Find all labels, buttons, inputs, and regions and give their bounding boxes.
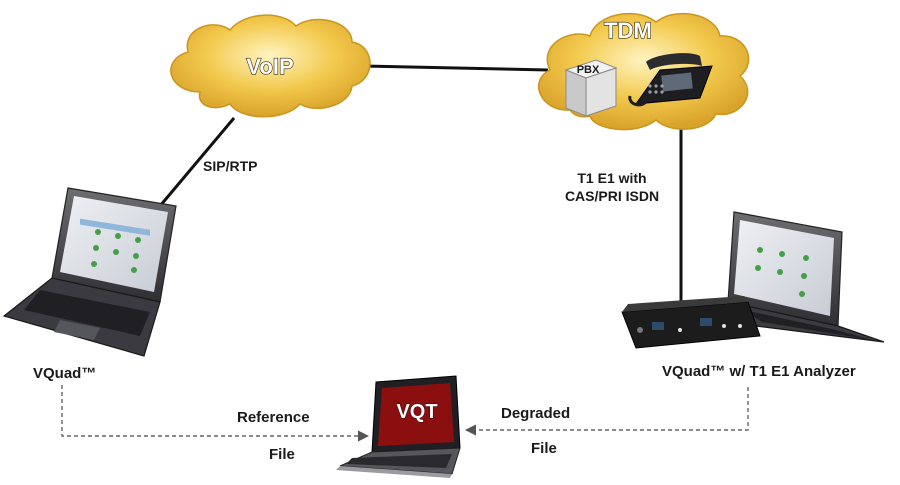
vquad-right-label: VQuad™ w/ T1 E1 Analyzer <box>662 363 856 380</box>
desk-phone-icon <box>628 53 713 107</box>
degraded-file-arrow <box>464 387 749 436</box>
tdm-cloud: TDM PBX <box>538 12 750 131</box>
degraded-label-line1: Degraded <box>501 405 570 422</box>
sip-rtp-label: SIP/RTP <box>203 158 257 174</box>
tdm-label: TDM <box>604 18 652 43</box>
vquad-laptop-left <box>2 187 177 357</box>
pbx-label: PBX <box>577 64 600 76</box>
t1e1-label-line2: CAS/PRI ISDN <box>565 188 659 204</box>
vqt-laptop: VQT <box>336 375 461 478</box>
degraded-label-line2: File <box>531 440 557 457</box>
t1e1-label-line1: T1 E1 with <box>577 170 646 186</box>
voip-cloud: VoIP <box>170 14 371 118</box>
reference-label-line2: File <box>269 446 295 463</box>
voip-label: VoIP <box>246 54 293 79</box>
vquad-screen-content <box>80 218 150 273</box>
vqt-screen-label: VQT <box>396 401 437 423</box>
pbx-icon: PBX <box>564 59 618 117</box>
vquad-laptop-right <box>727 211 885 343</box>
reference-label-line1: Reference <box>237 409 310 426</box>
vquad-right-screen-content <box>755 247 809 297</box>
reference-file-arrow <box>61 385 370 442</box>
vquad-left-label: VQuad™ <box>33 365 96 382</box>
t1e1-analyzer-box <box>621 296 761 349</box>
voip-tdm-link <box>361 64 549 72</box>
voip-vquad-link <box>158 117 236 207</box>
